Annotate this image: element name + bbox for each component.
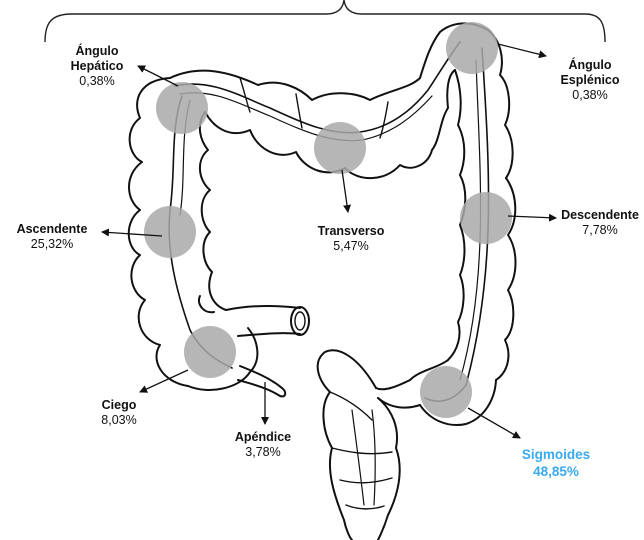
label-ascendente-pct: 25,32%	[4, 237, 100, 252]
spot-descendente	[460, 192, 512, 244]
spot-angulo-hepatico	[156, 82, 208, 134]
label-angulo-hepatico-name1: Ángulo	[52, 44, 142, 59]
label-ciego-name: Ciego	[84, 398, 154, 413]
label-ascendente-name: Ascendente	[4, 222, 100, 237]
label-apendice: Apéndice 3,78%	[218, 430, 308, 460]
location-spots	[144, 22, 512, 418]
arrow-transverso	[342, 170, 348, 212]
label-sigmoides-name: Sigmoides	[506, 446, 606, 463]
label-ciego-pct: 8,03%	[84, 413, 154, 428]
label-descendente-name: Descendente	[556, 208, 644, 223]
label-angulo-esplenico-name2: Esplénico	[544, 73, 636, 88]
label-angulo-esplenico: Ángulo Esplénico 0,38%	[544, 58, 636, 103]
label-ciego: Ciego 8,03%	[84, 398, 154, 428]
spot-angulo-esplenico	[446, 22, 498, 74]
label-transverso-name: Transverso	[306, 224, 396, 239]
top-brace	[45, 0, 605, 42]
spot-ascendente	[144, 206, 196, 258]
label-ascendente: Ascendente 25,32%	[4, 222, 100, 252]
label-apendice-name: Apéndice	[218, 430, 308, 445]
label-angulo-esplenico-pct: 0,38%	[544, 88, 636, 103]
arrow-sigmoides	[468, 408, 520, 438]
label-sigmoides-pct: 48,85%	[506, 463, 606, 480]
label-descendente-pct: 7,78%	[556, 223, 644, 238]
label-sigmoides: Sigmoides 48,85%	[506, 446, 606, 480]
arrow-angulo-esplenico	[498, 44, 546, 56]
label-apendice-pct: 3,78%	[218, 445, 308, 460]
spot-transverso	[314, 122, 366, 174]
label-transverso: Transverso 5,47%	[306, 224, 396, 254]
arrow-angulo-hepatico	[138, 66, 178, 86]
label-descendente: Descendente 7,78%	[556, 208, 644, 238]
spot-ciego	[184, 326, 236, 378]
label-angulo-hepatico-pct: 0,38%	[52, 74, 142, 89]
label-angulo-hepatico-name2: Hepático	[52, 59, 142, 74]
spot-sigmoides	[420, 366, 472, 418]
label-angulo-hepatico: Ángulo Hepático 0,38%	[52, 44, 142, 89]
label-angulo-esplenico-name1: Ángulo	[544, 58, 636, 73]
label-transverso-pct: 5,47%	[306, 239, 396, 254]
